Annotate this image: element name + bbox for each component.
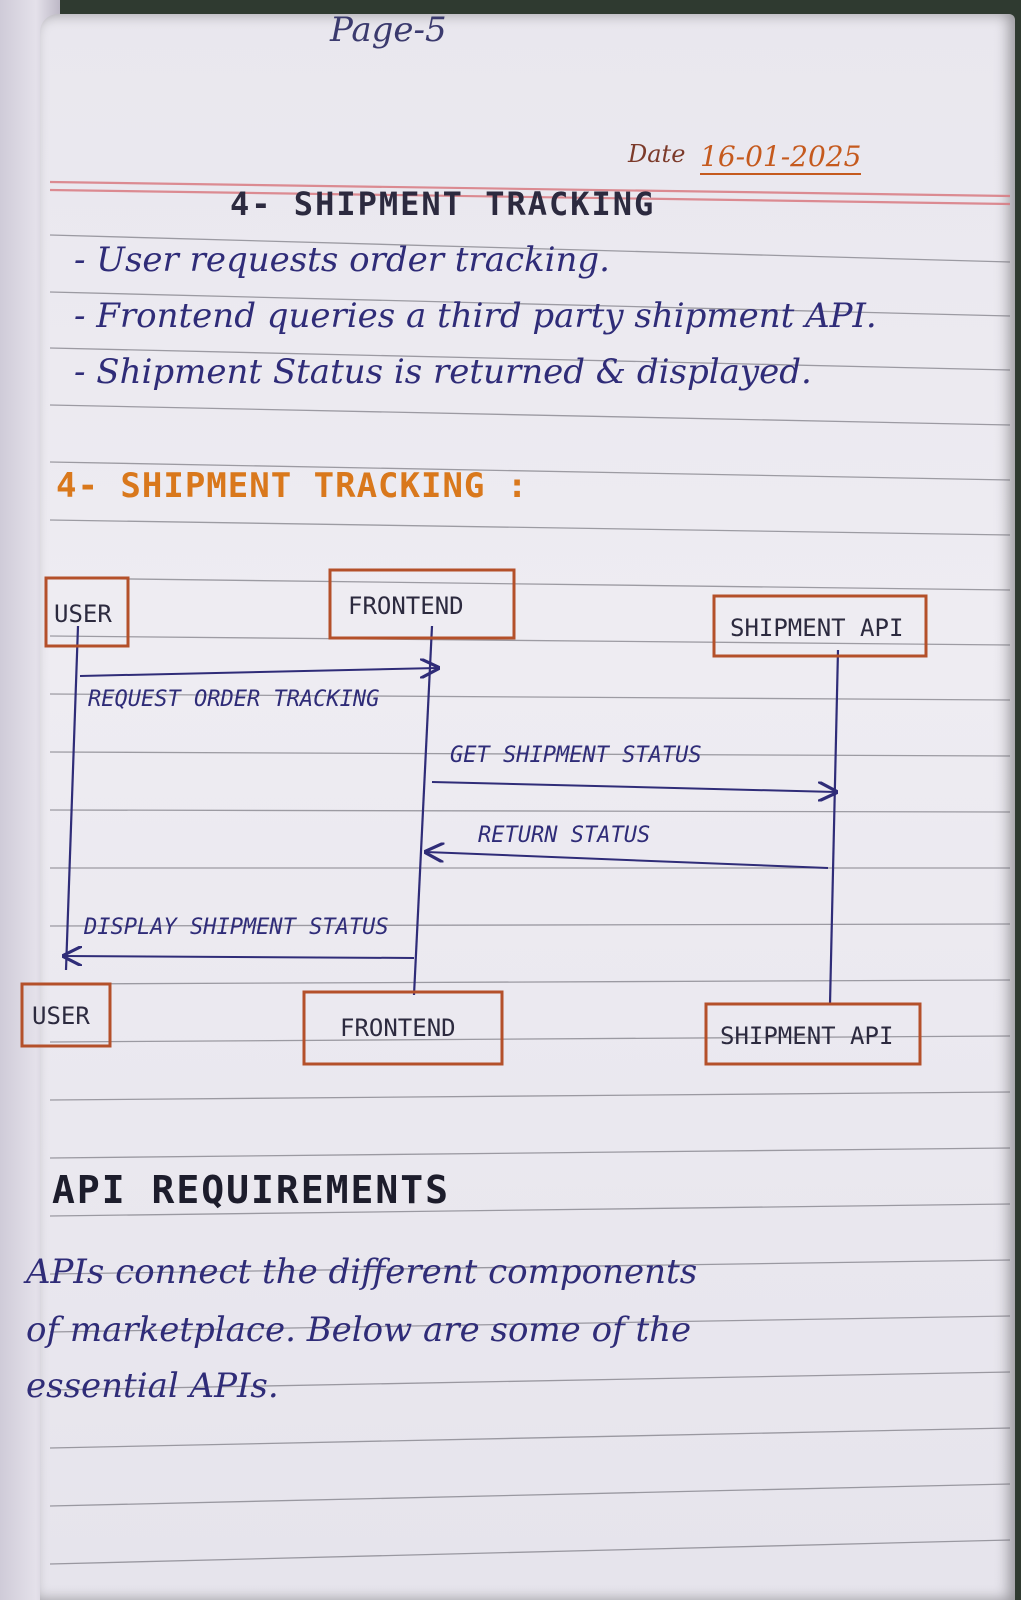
api-paragraph-line: of marketplace. Below are some of the	[26, 1310, 692, 1350]
lifeline-frontend	[412, 625, 434, 996]
diagram-title: 4- SHIPMENT TRACKING :	[56, 466, 529, 506]
message-label: GET SHIPMENT STATUS	[450, 743, 702, 768]
participant-box-frontend-bottom	[302, 990, 504, 1066]
participant-box-user-bottom	[20, 982, 112, 1048]
message-arrow	[426, 852, 829, 869]
participant-box-user-top	[44, 576, 130, 648]
notebook-page	[40, 14, 1015, 1600]
date-value: 16-01-2025	[700, 140, 862, 175]
message-arrow	[64, 956, 415, 958]
step-item: - User requests order tracking.	[74, 240, 610, 280]
participant-box-frontend-top	[328, 568, 516, 640]
participant-label-frontend: FRONTEND	[348, 592, 464, 620]
participant-box-shipment-api-top	[712, 594, 928, 658]
participant-label-shipment-api: SHIPMENT API	[720, 1022, 893, 1050]
step-item: - Frontend queries a third party shipmen…	[74, 296, 877, 336]
api-requirements-heading: API REQUIREMENTS	[52, 1168, 451, 1212]
lifeline-user	[64, 625, 80, 971]
api-paragraph-line: essential APIs.	[26, 1366, 279, 1406]
participant-label-frontend: FRONTEND	[340, 1014, 456, 1042]
message-label: DISPLAY SHIPMENT STATUS	[83, 915, 389, 940]
lifeline-shipment-api	[828, 649, 840, 1005]
page-number: Page-5	[330, 10, 447, 50]
message-label: RETURN STATUS	[478, 823, 650, 848]
participant-box-shipment-api-bottom	[704, 1002, 922, 1066]
message-arrow	[79, 668, 438, 676]
message-label: REQUEST ORDER TRACKING	[88, 687, 379, 712]
section-title: 4- SHIPMENT TRACKING	[230, 185, 656, 223]
participant-label-shipment-api: SHIPMENT API	[730, 614, 903, 642]
date-label: Date	[628, 140, 686, 168]
message-arrow	[431, 781, 836, 792]
api-paragraph-line: APIs connect the different components	[26, 1252, 698, 1292]
participant-label-user: USER	[54, 600, 112, 628]
step-item: - Shipment Status is returned & displaye…	[74, 352, 812, 392]
participant-label-user: USER	[32, 1002, 90, 1030]
